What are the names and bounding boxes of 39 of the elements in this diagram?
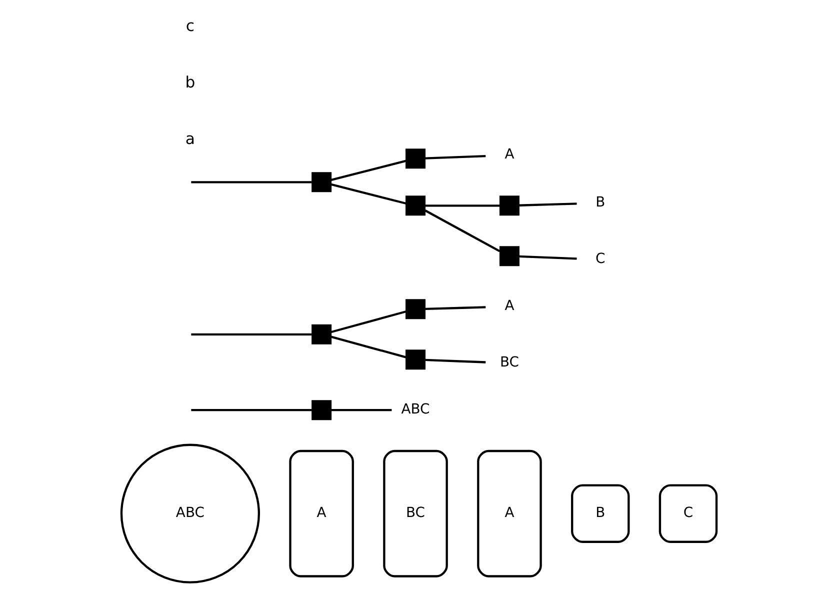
node-box bbox=[498, 196, 519, 216]
connector bbox=[330, 183, 406, 204]
connector bbox=[190, 409, 312, 412]
node-box: B bbox=[570, 484, 630, 543]
node-box bbox=[311, 172, 332, 192]
label: c bbox=[185, 16, 194, 36]
connector bbox=[330, 336, 406, 358]
node-box bbox=[405, 196, 426, 216]
connector bbox=[190, 181, 312, 184]
connector bbox=[190, 333, 312, 336]
node-box bbox=[405, 350, 426, 370]
label: a bbox=[184, 129, 194, 148]
connector bbox=[330, 310, 406, 334]
node-box: A bbox=[476, 450, 542, 578]
node-box bbox=[498, 246, 519, 266]
node-box: A bbox=[288, 450, 354, 578]
connector bbox=[424, 204, 500, 207]
connector bbox=[518, 255, 576, 260]
node-text: A bbox=[504, 298, 514, 314]
node-box bbox=[311, 324, 332, 344]
connector bbox=[424, 358, 486, 364]
node-text: A bbox=[504, 146, 514, 163]
node-box bbox=[405, 148, 426, 169]
node-box: C bbox=[658, 484, 718, 543]
label: b bbox=[184, 72, 195, 92]
node-box bbox=[311, 400, 332, 420]
node-text: B bbox=[595, 194, 605, 210]
connector bbox=[330, 160, 406, 181]
node-box: BC bbox=[382, 450, 448, 578]
connector bbox=[330, 409, 392, 412]
node-circle: ABC bbox=[120, 444, 260, 584]
connector bbox=[518, 202, 576, 206]
node-box bbox=[405, 299, 426, 320]
node-text: ABC bbox=[400, 401, 430, 418]
node-text: BC bbox=[499, 354, 518, 370]
connector bbox=[424, 306, 486, 310]
node-text: C bbox=[595, 250, 605, 267]
connector bbox=[424, 210, 500, 252]
connector bbox=[424, 154, 486, 160]
